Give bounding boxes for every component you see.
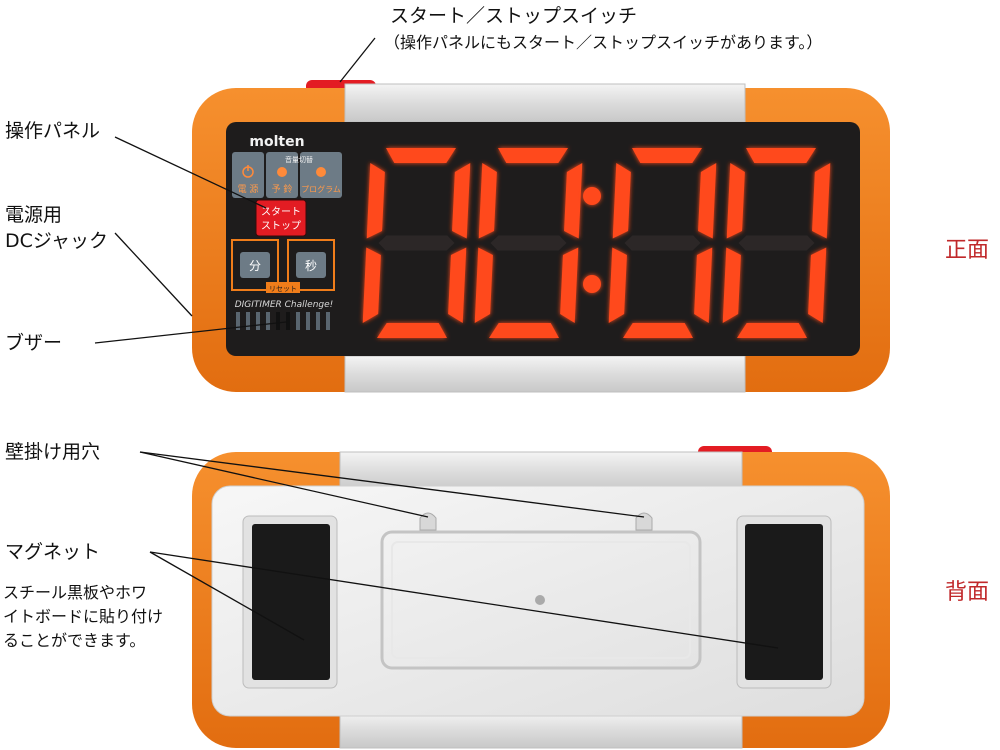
led-segment-2-d: [623, 323, 693, 338]
front-silver-band-bottom: [344, 355, 746, 393]
reset-label: リセット: [269, 285, 297, 293]
program-icon: [316, 167, 326, 177]
screw-hole: [535, 595, 545, 605]
led-segment-1-e: [474, 247, 493, 323]
led-segment-3-d: [737, 323, 807, 338]
led-segment-0-a: [386, 148, 456, 163]
led-segment-0-b: [452, 163, 471, 239]
panel-start-stop-button[interactable]: [255, 199, 307, 237]
brand-logo: molten: [249, 134, 304, 150]
second-label: 秒: [305, 259, 317, 273]
front-silver-band-top: [344, 83, 746, 123]
led-segment-2-g: [624, 235, 701, 251]
led-segment-0-c: [448, 247, 467, 323]
back-silver-band-bottom: [339, 711, 743, 749]
led-segment-2-f: [612, 163, 631, 239]
back-silver-band-top: [339, 451, 743, 493]
led-segment-2-c: [694, 247, 713, 323]
second-button[interactable]: [287, 239, 335, 291]
magnet-note-line1: スチール黒板やホワ: [3, 583, 148, 602]
back-device: [192, 446, 890, 749]
start-stop-note: （操作パネルにもスタート／ストップスイッチがあります。）: [384, 33, 823, 52]
led-segment-2-a: [632, 148, 702, 163]
led-segment-1-d: [489, 323, 559, 338]
leader-lines: [94, 37, 779, 649]
minute-label: 分: [249, 259, 261, 273]
power-button[interactable]: [232, 152, 264, 198]
led-segment-3-e: [722, 247, 741, 323]
led-segment-1-a: [498, 148, 568, 163]
led-segment-1-f: [478, 163, 497, 239]
led-segment-3-g: [738, 235, 815, 251]
led-colon-dot-0: [583, 187, 601, 205]
panel-start-label-1: スタート: [261, 206, 301, 218]
left-magnet: [252, 524, 330, 680]
power-label: 電 源: [238, 184, 259, 195]
buzzer-grille: [236, 312, 330, 330]
dc-jack-label-line1: 電源用: [5, 204, 63, 226]
led-segment-3-a: [746, 148, 816, 163]
bell-icon: [277, 167, 287, 177]
magnet-label: マグネット: [5, 541, 101, 563]
wall-hole-label: 壁掛け用穴: [5, 441, 101, 463]
magnet-note-line3: ることができます。: [3, 631, 146, 650]
back-view-label: 背面: [945, 580, 990, 605]
model-name: DIGITIMER Challenge!: [235, 300, 334, 310]
front-view-label: 正面: [945, 238, 990, 263]
preset-label: 予 鈴: [272, 183, 293, 195]
start-stop-switch-label: スタート／ストップスイッチ: [390, 5, 638, 27]
led-segment-3-f: [726, 163, 745, 239]
led-display: [362, 148, 831, 338]
led-segment-1-g: [490, 235, 567, 251]
led-colon-dot-1: [583, 275, 601, 293]
wall-hole-right: [635, 512, 653, 531]
magnet-note-line2: イトボードに貼り付け: [3, 607, 164, 626]
led-segment-0-d: [377, 323, 447, 338]
led-segment-0-f: [366, 163, 385, 239]
buzzer-label: ブザー: [5, 332, 63, 354]
led-segment-0-e: [362, 247, 381, 323]
program-label: プログラム: [301, 184, 341, 194]
led-segment-3-b: [812, 163, 831, 239]
led-segment-2-e: [608, 247, 627, 323]
led-segment-1-c: [560, 247, 579, 323]
control-panel-label: 操作パネル: [5, 120, 101, 142]
led-segment-2-b: [698, 163, 717, 239]
volume-label: 音量切替: [285, 155, 313, 164]
front-device: molten 音量切替 電 源 予 鈴 プログラム スタート ストップ 分 秒: [192, 80, 890, 393]
panel-start-label-2: ストップ: [261, 220, 301, 232]
led-segment-0-g: [378, 235, 455, 251]
right-magnet: [745, 524, 823, 680]
led-segment-1-b: [564, 163, 583, 239]
battery-cover: [380, 530, 702, 670]
wall-hole-left: [419, 512, 437, 531]
control-panel: molten 音量切替 電 源 予 鈴 プログラム スタート ストップ 分 秒: [231, 134, 342, 330]
led-segment-3-c: [808, 247, 827, 323]
dc-jack-label-line2: DCジャック: [5, 230, 108, 252]
